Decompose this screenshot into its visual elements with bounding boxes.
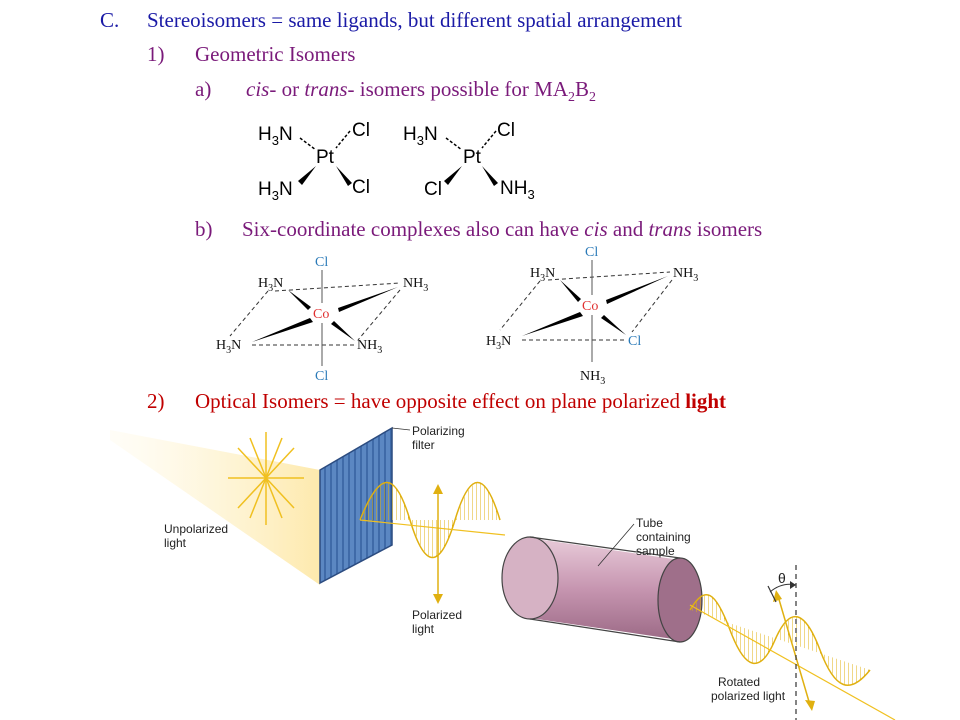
polarized-wave xyxy=(359,481,501,558)
item1a-mid2: - isomers possible for MA xyxy=(347,77,568,101)
cis-co-bottom: NH3 xyxy=(580,369,605,387)
trans-pt-structure: H3N Cl Pt Cl NH3 xyxy=(403,120,535,202)
label-tube-3: sample xyxy=(636,544,675,558)
item2-marker: 2) xyxy=(147,389,165,413)
label-polarizing-1: Polarizing xyxy=(412,424,465,438)
item1a-text: cis- or trans- isomers possible for MA2B… xyxy=(246,79,596,105)
label-polarized-1: Polarized xyxy=(412,608,462,622)
label-rotated-1: Rotated xyxy=(718,675,760,689)
rotated-wave xyxy=(689,593,871,687)
trans-pt-center: Pt xyxy=(463,147,482,168)
item1b-pre: Six-coordinate complexes also can have xyxy=(242,217,585,241)
item1a-marker: a) xyxy=(195,77,212,101)
item1a-mid1: - or xyxy=(269,77,305,101)
trans-co-lr: NH3 xyxy=(357,338,382,356)
item1a-sub2: 2 xyxy=(589,90,597,106)
unpolarized-beam xyxy=(110,430,320,585)
polarizing-filter xyxy=(319,426,393,585)
cis-co-center: Co xyxy=(582,299,598,314)
item1b-cis: cis xyxy=(584,217,608,241)
trans-pt-br: NH3 xyxy=(500,178,535,202)
trans-co-structure: Cl Cl Co H3N NH3 H3N NH3 xyxy=(216,255,428,384)
trans-pt-tr: Cl xyxy=(497,120,515,141)
angle-theta: θ xyxy=(778,570,786,586)
item1b-text: Six-coordinate complexes also can have c… xyxy=(242,219,762,240)
cis-pt-bl: H3N xyxy=(258,179,293,203)
cis-co-top: Cl xyxy=(585,245,598,260)
item2-bold: light xyxy=(685,389,727,413)
label-tube-1: Tube xyxy=(636,516,663,530)
item2-text: Optical Isomers = have opposite effect o… xyxy=(195,391,726,412)
trans-co-ul: H3N xyxy=(258,276,283,294)
cis-pt-br: Cl xyxy=(352,177,370,198)
cis-pt-tr: Cl xyxy=(352,120,370,141)
cis-co-lr: Cl xyxy=(628,334,641,349)
cis-pt-structure: H3N Cl Pt H3N Cl xyxy=(258,120,370,203)
label-unpolarized-1: Unpolarized xyxy=(164,522,228,536)
label-polarized-2: light xyxy=(412,622,435,636)
cis-pt-center: Pt xyxy=(316,147,335,168)
item1a-sub1: 2 xyxy=(568,90,575,106)
label-rotated-2: polarized light xyxy=(711,689,786,703)
trans-co-ll: H3N xyxy=(216,338,241,356)
label-polarizing-2: filter xyxy=(412,438,435,452)
trans-pt-bl: Cl xyxy=(424,179,442,200)
trans-co-center: Co xyxy=(313,307,329,322)
cis-pt-tl: H3N xyxy=(258,124,293,148)
cis-co-structure: Cl NH3 Co H3N NH3 H3N Cl xyxy=(486,245,698,387)
heading-marker: C. xyxy=(100,8,120,32)
trans-word: trans xyxy=(304,77,348,101)
item1-marker: 1) xyxy=(147,42,165,66)
cis-co-ur: NH3 xyxy=(673,266,698,284)
item1a-b: B xyxy=(575,77,590,101)
trans-co-top: Cl xyxy=(315,255,328,270)
trans-co-ur: NH3 xyxy=(403,276,428,294)
cis-word: cis xyxy=(246,77,270,101)
item1b-post: isomers xyxy=(691,217,763,241)
trans-pt-tl: H3N xyxy=(403,124,438,148)
trans-co-bottom: Cl xyxy=(315,369,328,384)
cis-co-ul: H3N xyxy=(530,266,555,284)
heading-text: Stereoisomers = same ligands, but differ… xyxy=(147,8,683,32)
item1b-and: and xyxy=(607,217,649,241)
cis-co-ll: H3N xyxy=(486,334,511,352)
label-unpolarized-2: light xyxy=(164,536,187,550)
item1-text: Geometric Isomers xyxy=(195,42,356,66)
unpolarized-arrows-icon xyxy=(228,432,304,525)
item1b-trans: trans xyxy=(648,217,692,241)
item2-main: Optical Isomers = have opposite effect o… xyxy=(195,389,686,413)
label-tube-2: containing xyxy=(636,530,691,544)
sample-tube xyxy=(501,536,703,643)
item1b-marker: b) xyxy=(195,217,213,241)
